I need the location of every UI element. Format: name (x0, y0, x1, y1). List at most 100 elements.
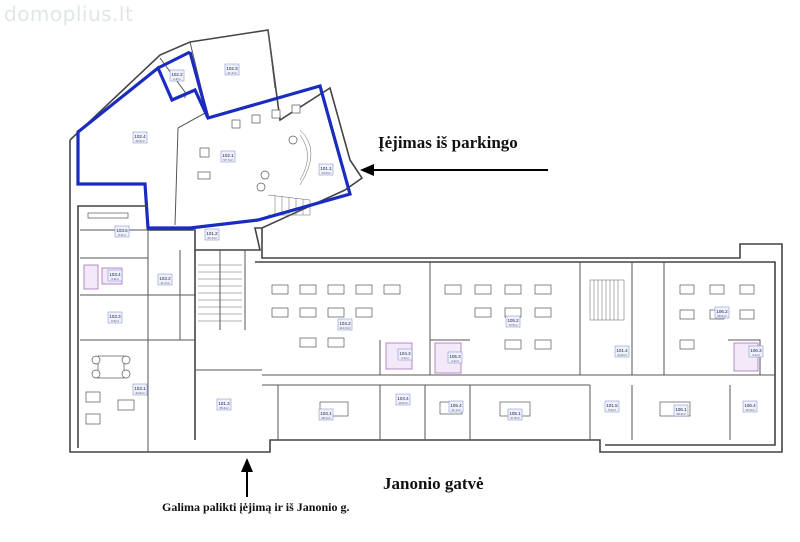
left-wing-walls (69, 140, 262, 453)
room-area: 4.3m² (451, 359, 459, 363)
room-tag: 102.157.7m² (220, 150, 236, 163)
room-area: 4.1m² (401, 356, 409, 360)
room-number: 104.2 (339, 321, 351, 326)
left-stairs (198, 264, 242, 322)
room-area: 28.4m² (321, 416, 330, 420)
room-tag-box (114, 225, 130, 238)
room-number: 106.4 (744, 403, 756, 408)
room-tag: 103.43.9m² (107, 269, 123, 282)
room-tag-box (748, 345, 764, 358)
room-tag: 105.272.5m² (505, 315, 521, 328)
entrance-furniture (197, 104, 312, 216)
room-area: 24.6m² (617, 353, 626, 357)
room-number: 106.1 (675, 407, 687, 412)
room-tag: 102.321.2m² (224, 63, 240, 76)
room-area: 72.5m² (508, 323, 517, 327)
room-number: 106.2 (716, 309, 728, 314)
room-area: 6.5m² (111, 319, 119, 323)
room-area: 38.3m² (676, 412, 685, 416)
room-tag: 102.440.6m² (132, 131, 148, 144)
room-number: 102.3 (226, 66, 238, 71)
highlighted-inner-wall (157, 50, 210, 119)
room-number: 103.3 (109, 314, 121, 319)
room-number: 102.4 (134, 134, 146, 139)
room-tag-box (132, 383, 148, 396)
room-tag-box (742, 400, 758, 413)
room-tag: 103.134.5m² (132, 383, 148, 396)
room-area: 3.9m² (111, 277, 119, 281)
room-tag: 106.268.9m² (714, 306, 730, 319)
room-tag-box (318, 408, 334, 421)
room-area: 40.6m² (135, 139, 144, 143)
room-area: 4.2m² (752, 353, 760, 357)
room-tag-box (204, 228, 220, 241)
room-area: 35.4m² (219, 406, 228, 410)
room-number: 105.4 (450, 403, 462, 408)
room-tag-box (216, 398, 232, 411)
watermark: domoplius.lt (4, 2, 134, 26)
room-number: 103.2 (159, 276, 171, 281)
room-area: 10.4m² (745, 408, 754, 412)
room-tag: 106.410.4m² (742, 400, 758, 413)
highlighted-premises (76, 65, 352, 230)
room-number: 103.4 (109, 272, 121, 277)
room-tag: 103.211.2m² (157, 273, 173, 286)
room-number: 104.4 (397, 396, 409, 401)
room-number: 105.1 (509, 411, 521, 416)
room-area: 57.7m² (223, 158, 232, 162)
room-area: 37.8m² (510, 416, 519, 420)
street-label: Janonio gatvė (383, 474, 484, 493)
room-tag-box (614, 345, 630, 358)
right-stairs (589, 279, 625, 321)
room-number: 103.1 (134, 386, 146, 391)
main-wing-walls (200, 228, 783, 453)
room-tag: 103.36.5m² (107, 311, 123, 324)
room-tag: 106.34.2m² (748, 345, 764, 358)
room-tag-box (224, 63, 240, 76)
room-tag: 104.34.1m² (397, 348, 413, 361)
room-area: 22.1m² (207, 236, 216, 240)
room-area: 11.1m² (451, 408, 460, 412)
room-area: 113.4m² (340, 326, 351, 330)
room-tag: 101.335.4m² (216, 398, 232, 411)
room-tag-box (157, 273, 173, 286)
room-area: 8.3m² (118, 233, 126, 237)
room-number: 105.2 (507, 318, 519, 323)
room-number: 101.3 (218, 401, 230, 406)
room-labels: 101.113.0m²101.222.1m²101.335.4m²102.157… (107, 63, 764, 421)
room-number: 104.1 (320, 411, 332, 416)
room-number: 101.5 (606, 403, 618, 408)
room-area: 2.4m² (173, 77, 181, 81)
room-area: 13.0m² (321, 171, 330, 175)
room-tag: 105.34.3m² (447, 351, 463, 364)
room-tag-box (318, 163, 334, 176)
room-tag-box (448, 400, 464, 413)
room-tag: 105.411.1m² (448, 400, 464, 413)
janonio-entrance-note: Galima palikti įėjimą ir iš Janonio g. (162, 500, 350, 514)
wc-rooms (385, 342, 759, 374)
room-tag: 101.55.3m² (604, 400, 620, 413)
janonio-entrance-arrow (241, 458, 253, 497)
room-area: 5.3m² (608, 408, 616, 412)
room-number: 101.4 (616, 348, 628, 353)
room-tag: 104.410.6m² (395, 393, 411, 406)
room-area: 68.9m² (717, 314, 726, 318)
room-area: 21.2m² (227, 71, 236, 75)
room-area: 10.6m² (398, 401, 407, 405)
room-tag-box (714, 306, 730, 319)
room-tag-box (169, 69, 185, 82)
room-number: 102.1 (222, 153, 234, 158)
room-tag-box (505, 315, 521, 328)
room-tag-box (673, 404, 689, 417)
parking-entrance-label: Įėjimas iš parkingo (378, 133, 518, 152)
room-tag-box (107, 311, 123, 324)
meeting-tables (319, 401, 691, 417)
room-tag-box (447, 351, 463, 364)
room-tag-box (397, 348, 413, 361)
room-number: 101.1 (320, 166, 332, 171)
room-tag-box (337, 318, 353, 331)
office-desks (271, 284, 755, 350)
room-number: 102.2 (171, 72, 183, 77)
